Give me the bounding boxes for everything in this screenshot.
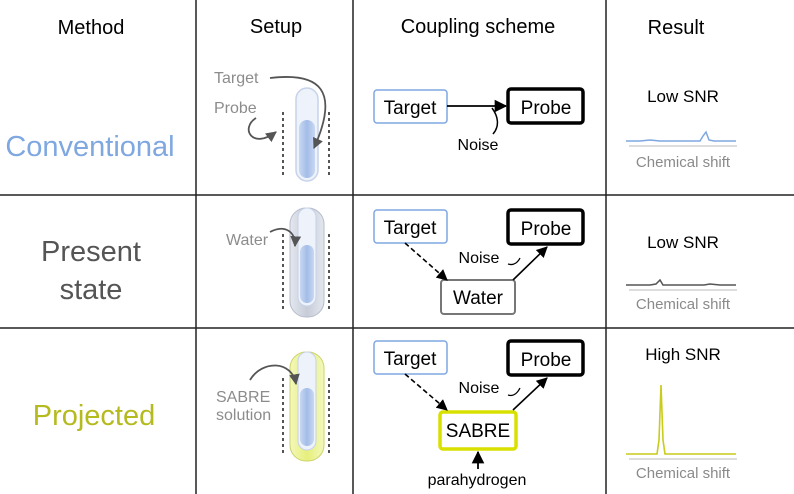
probe-box	[506, 87, 585, 125]
noise-label: Noise	[459, 250, 500, 267]
setup-label-probe: Probe	[214, 100, 257, 117]
setup-label-water: Water	[226, 232, 269, 249]
water-label: Water	[453, 288, 504, 309]
header-result: Result	[648, 17, 705, 39]
header-coupling: Coupling scheme	[401, 16, 556, 38]
method-present-line2: state	[60, 274, 123, 306]
sabre-label: SABRE	[446, 421, 510, 442]
target-liquid	[300, 245, 314, 303]
noise-label: Noise	[458, 137, 499, 154]
snr-label: Low SNR	[647, 233, 719, 252]
spectrum-trace	[626, 278, 736, 286]
probe-label: Probe	[521, 219, 572, 240]
coupling-conventional: Target Probe Noise	[373, 87, 585, 154]
probe-box	[506, 208, 585, 246]
target-label: Target	[384, 218, 438, 239]
setup-label-solution: solution	[216, 407, 271, 424]
spectrum-trace	[626, 130, 736, 142]
result-conventional: Low SNR Chemical shift	[626, 87, 737, 171]
probe-label: Probe	[521, 350, 572, 371]
result-present: Low SNR Chemical shift	[626, 233, 737, 313]
coupling-present: Target Probe Water Noise	[373, 208, 585, 315]
spectrum-trace	[626, 384, 736, 455]
snr-label: Low SNR	[647, 87, 719, 106]
header-method: Method	[58, 17, 125, 39]
result-projected: High SNR Chemical shift	[626, 345, 737, 482]
method-projected: Projected	[33, 400, 156, 432]
method-present-line1: Present	[41, 236, 141, 268]
setup-conventional: Target Probe	[214, 70, 330, 182]
axis-label: Chemical shift	[636, 465, 731, 482]
setup-label-target: Target	[214, 70, 259, 87]
axis-label: Chemical shift	[636, 154, 731, 171]
header-setup: Setup	[250, 16, 302, 38]
noise-label: Noise	[459, 380, 500, 397]
setup-present: Water	[226, 207, 330, 318]
target-box	[373, 209, 448, 244]
setup-label-sabre: SABRE	[216, 389, 270, 406]
axis-label: Chemical shift	[636, 296, 731, 313]
sabre-box	[438, 410, 518, 451]
setup-projected: SABRE solution	[216, 351, 330, 462]
target-box	[373, 340, 448, 375]
target-label: Target	[384, 349, 438, 370]
probe-box	[506, 339, 585, 377]
snr-label: High SNR	[645, 345, 721, 364]
probe-label: Probe	[521, 98, 572, 119]
coupling-projected: Target Probe SABRE Noise parahydrogen	[373, 339, 585, 489]
target-liquid	[300, 388, 314, 446]
target-label: Target	[384, 98, 438, 119]
parahydrogen-label: parahydrogen	[428, 472, 527, 489]
method-conventional: Conventional	[5, 131, 174, 163]
water-box	[440, 279, 516, 315]
target-liquid	[299, 120, 315, 178]
